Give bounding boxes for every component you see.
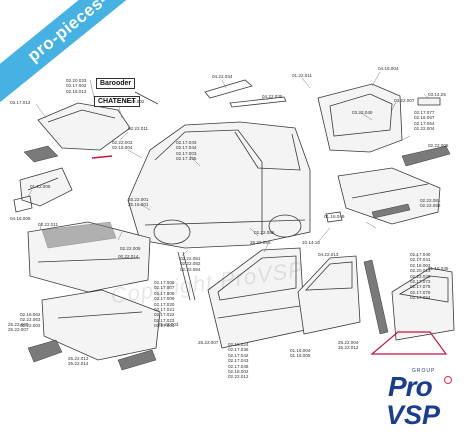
part-ref: 03.22.007 <box>394 98 415 103</box>
logo-accent-ring <box>444 376 452 384</box>
part-ref: 01.16.049 <box>324 214 345 219</box>
part-ref: 02.22.011 <box>128 126 149 131</box>
fog-grille-right <box>117 349 157 371</box>
front-door-window <box>217 255 297 301</box>
part-ref: 03.22.040 <box>352 110 373 115</box>
logo-pro-text: Pro <box>388 371 433 402</box>
part-ref: 02.20.033 02.17.002 02.16.013 <box>66 78 87 94</box>
part-ref: 02.22.003 02.16.004 <box>112 140 133 151</box>
part-ref: 02.17.077 02.16.067 02.17.064 02.22.004 <box>414 110 435 132</box>
roof-trim-part <box>204 79 253 99</box>
part-ref: 01.16.004 01.16.005 <box>290 348 311 359</box>
tailgate-window <box>329 93 393 137</box>
windscreen-highlight <box>370 331 448 355</box>
part-ref: 02.22.085 <box>254 230 275 235</box>
rear-door-part <box>297 255 361 335</box>
part-ref: 25.22.003 <box>158 322 179 327</box>
part-ref: 02.22.009 <box>120 246 141 251</box>
roof-rail-part <box>229 96 287 108</box>
front-grille-part <box>23 145 59 163</box>
body-shell-windscreen <box>154 129 263 163</box>
part-ref: 04.22.034 <box>212 74 233 79</box>
part-ref: 02.22.081 02.22.082 02.22.084 <box>180 256 201 272</box>
front-spoiler-part <box>41 289 161 361</box>
part-ref: 00.22.014 <box>118 254 139 259</box>
front-spoiler-inner <box>57 311 143 319</box>
part-ref: 25.22.007 <box>198 340 219 345</box>
front-wheel-arch <box>153 219 191 245</box>
rear-wheel-arch <box>268 214 302 238</box>
door-seal-strip <box>363 259 389 335</box>
side-door-right-window <box>398 275 449 303</box>
part-ref: 10.14.16 <box>302 240 320 245</box>
body-shell-door-frame <box>234 131 301 171</box>
part-ref: 04.22.013 <box>318 252 339 257</box>
side-skirt-part <box>177 251 191 301</box>
rear-diffuser-part <box>371 203 411 219</box>
part-ref: 02.17.043 02.17.044 02.17.003 02.17.355 <box>176 140 197 162</box>
part-ref: 04.16.004 <box>378 66 399 71</box>
hood-part <box>37 102 131 151</box>
side-skirt-part-2 <box>182 251 196 301</box>
part-ref: 02.17.040 02.17.041 02.18.003 02.20.013 … <box>410 252 431 301</box>
body-shell-sill <box>144 219 306 226</box>
part-ref: 01.16.045 <box>428 266 449 271</box>
part-ref: 25.22.059 <box>250 240 271 245</box>
front-bumper-lip <box>37 257 141 263</box>
seal-highlight <box>91 155 113 159</box>
part-ref: 25.22.004 25.22.012 <box>338 340 359 351</box>
rear-bumper-part <box>337 167 441 225</box>
body-shell-part <box>127 121 311 249</box>
leader-lines <box>27 71 445 261</box>
side-door-right-part <box>391 267 455 341</box>
part-ref: 02.16.024 02.17.036 02.17.042 02.17.043 … <box>228 342 249 380</box>
part-ref: 04.16.005 <box>10 216 31 221</box>
logo-vsp-text: VSP <box>386 400 441 430</box>
front-door-trim <box>217 305 301 319</box>
part-ref: 01.22.011 <box>292 73 313 78</box>
wiper-arm-part <box>134 91 159 105</box>
part-ref: 01.22.005 <box>30 184 51 189</box>
part-ref: 02.22.006 <box>428 143 449 148</box>
fog-grille-left <box>27 339 63 363</box>
part-ref: 04.22.035 <box>262 94 283 99</box>
part-ref: 03.14.25 <box>428 92 446 97</box>
rear-grille-part <box>401 145 451 167</box>
hood-crease <box>47 109 116 123</box>
part-ref: 02.22.081 02.22.083 <box>420 198 441 209</box>
logo-group-text: GROUP <box>412 368 436 374</box>
rear-door-window <box>305 261 353 291</box>
fender-bracket-part <box>13 195 33 213</box>
left-fender-part <box>19 167 73 207</box>
part-ref: 02.16.062 02.22.063 02.22.003 <box>20 312 41 328</box>
tail-badge-part <box>417 97 441 106</box>
part-ref: 03.17.013 <box>10 100 31 105</box>
part-ref: 25.22.013 25.22.014 <box>68 356 89 367</box>
front-bumper-grille <box>41 221 117 249</box>
provsp-logo: GROUP Pro VSP <box>384 368 464 434</box>
part-ref: 02.22.011 <box>38 222 59 227</box>
rear-bracket-part <box>325 211 343 223</box>
part-ref: 25.22.000 25.22.007 <box>8 322 29 333</box>
part-ref: 02.17.006 02.17.007 02.17.008 02.17.009 … <box>154 280 175 329</box>
barooder-label: Barooder <box>96 78 136 89</box>
part-ref: 02.22.002 <box>124 99 145 104</box>
part-ref: 25.22.001 25.16.001 <box>128 197 149 208</box>
tailgate-part <box>317 83 403 153</box>
rear-bumper-step <box>351 183 429 199</box>
chatenet-label: CHATENET <box>94 96 140 107</box>
left-fender-inner <box>27 177 59 191</box>
